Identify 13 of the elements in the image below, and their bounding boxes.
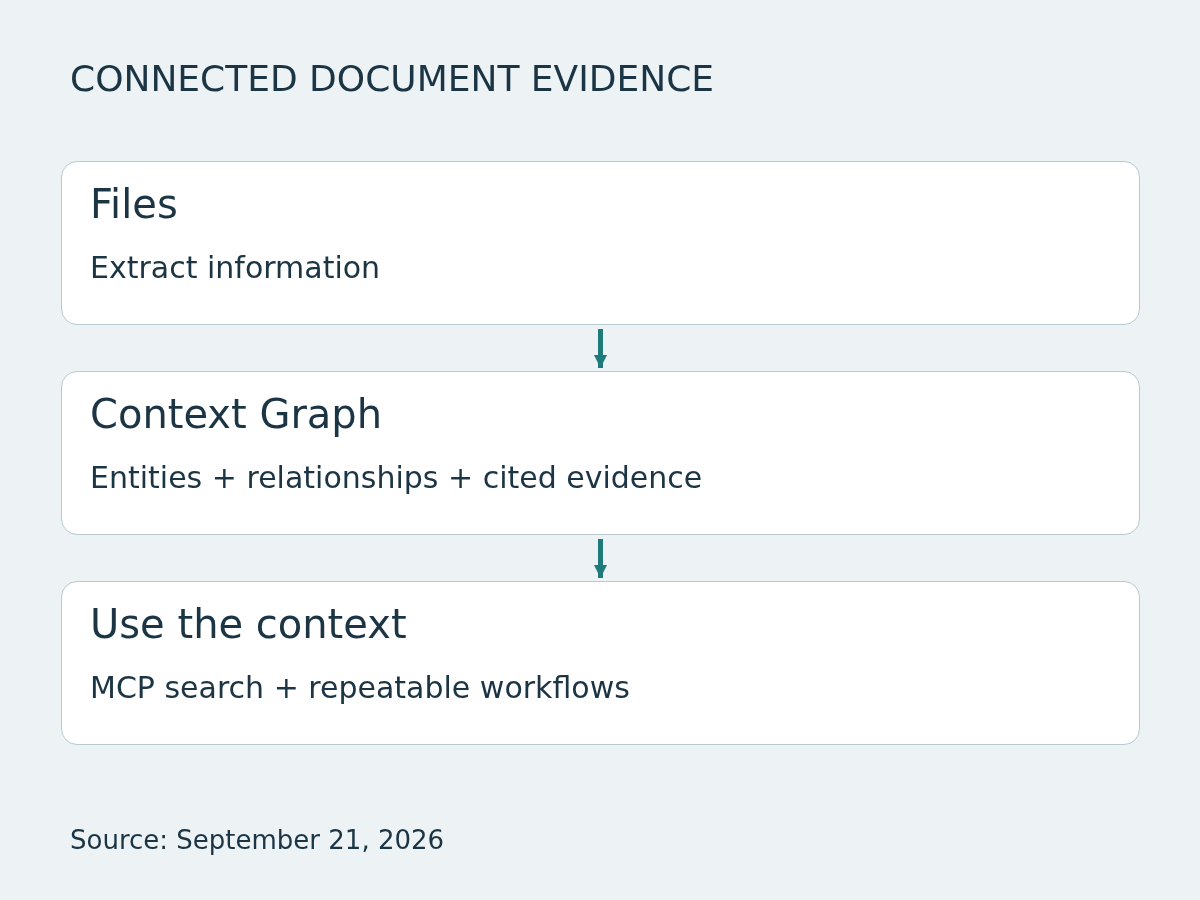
stage-card xyxy=(61,581,1140,745)
stage-heading: Files xyxy=(90,180,178,228)
stage-card xyxy=(61,161,1140,325)
arrow xyxy=(594,539,607,578)
stage-description: MCP search + repeatable workflows xyxy=(90,670,630,706)
diagram-title: CONNECTED DOCUMENT EVIDENCE xyxy=(70,57,715,100)
source-note: Source: September 21, 2026 xyxy=(70,824,445,856)
stage-description: Extract information xyxy=(90,250,381,286)
stage-description: Entities + relationships + cited evidence xyxy=(90,460,703,496)
stage-heading: Context Graph xyxy=(90,390,383,438)
stage-card xyxy=(61,371,1140,535)
stage-heading: Use the context xyxy=(90,600,407,648)
arrow xyxy=(594,329,607,368)
